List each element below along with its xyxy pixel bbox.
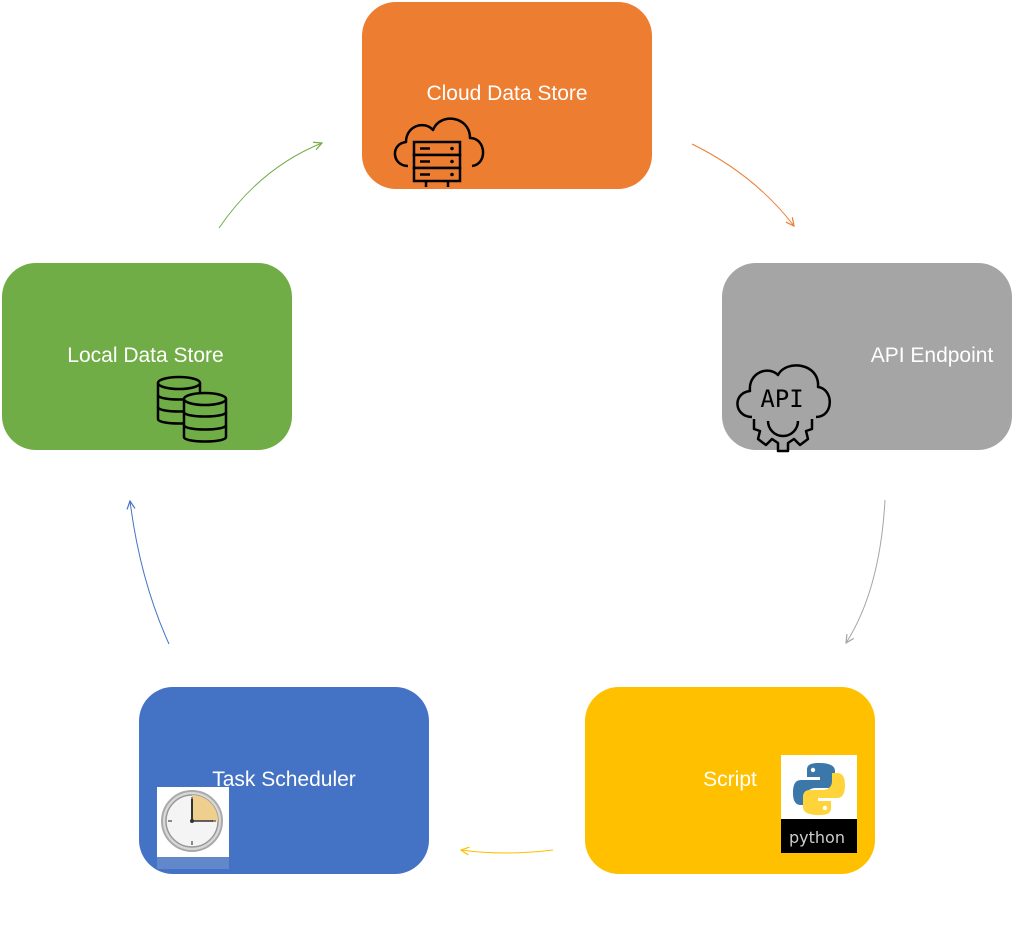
python-icon-text: python (789, 828, 845, 847)
arrow-cloud-to-api (691, 143, 794, 226)
python-logo-icon: python (781, 755, 857, 853)
api-icon-text: API (760, 385, 803, 413)
node-api-endpoint: API Endpoint API (722, 263, 1012, 453)
node-label-script: Script (703, 768, 757, 791)
cloud-server-icon (393, 117, 485, 187)
database-icon (156, 375, 228, 443)
node-label-task: Task Scheduler (212, 768, 356, 791)
arrow-task-to-local (130, 501, 170, 645)
clock-icon (157, 787, 229, 869)
node-label-api: API Endpoint (870, 344, 994, 367)
arrow-api-to-script (846, 499, 886, 643)
node-cloud-data-store: Cloud Data Store (362, 2, 652, 189)
arrow-local-to-cloud (218, 143, 322, 229)
node-task-scheduler: Task Scheduler (139, 687, 429, 874)
api-cloud-gear-icon: API (736, 364, 831, 453)
node-script: Script python (585, 687, 875, 874)
node-label-cloud: Cloud Data Store (426, 82, 588, 105)
node-label-local: Local Data Store (67, 344, 224, 367)
node-local-data-store: Local Data Store (2, 263, 292, 450)
arrow-script-to-task (461, 850, 554, 853)
